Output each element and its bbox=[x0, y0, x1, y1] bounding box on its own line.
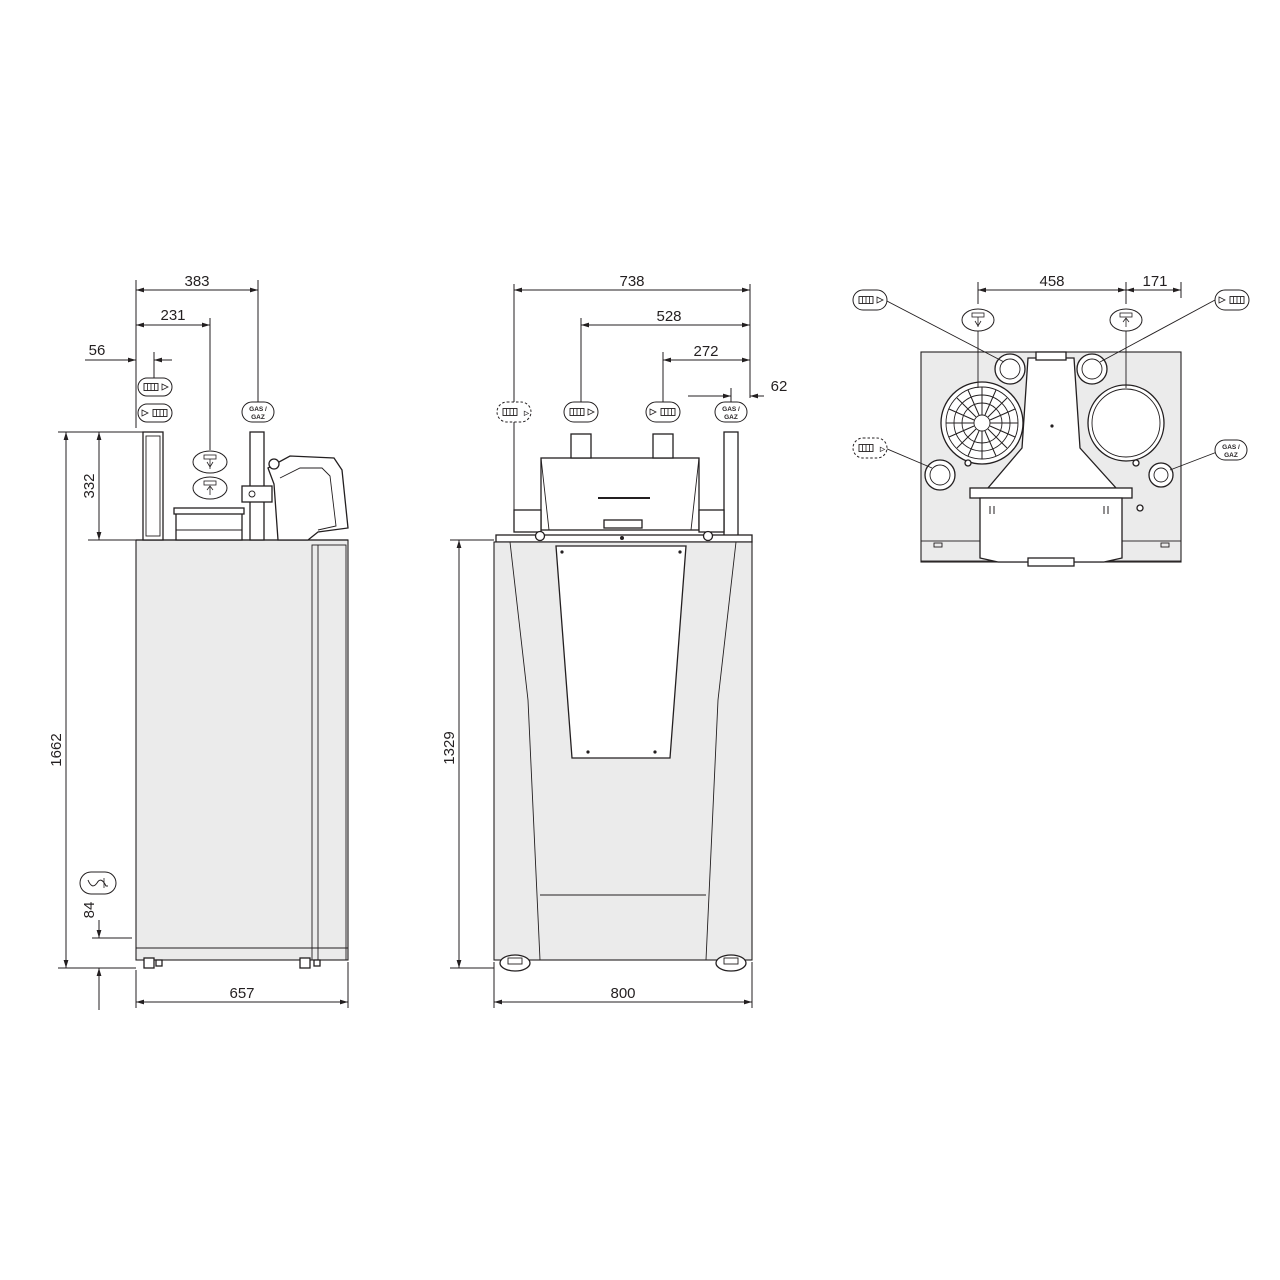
svg-text:GAS /: GAS / bbox=[1222, 444, 1240, 451]
flue-exhaust-icon bbox=[961, 308, 995, 332]
svg-text:GAZ: GAZ bbox=[724, 414, 738, 421]
svg-text:▷: ▷ bbox=[523, 410, 530, 417]
expansion-vessel-icon: ▷ bbox=[496, 401, 532, 423]
top-air-intake bbox=[1087, 384, 1165, 462]
gas-connection-icon: GAS / GAZ bbox=[714, 401, 748, 423]
dim-62: 62 bbox=[771, 378, 788, 395]
dim-56: 56 bbox=[89, 342, 106, 359]
side-dimensions: 383 231 56 332 1662 84 657 bbox=[48, 273, 349, 1010]
front-top-box bbox=[540, 457, 700, 531]
top-dimensions: 458 171 bbox=[977, 273, 1182, 304]
top-view bbox=[920, 351, 1182, 567]
front-pipe bbox=[570, 433, 592, 459]
side-badges: GAS / GAZ bbox=[79, 377, 275, 895]
top-lower-panel bbox=[969, 487, 1133, 499]
svg-text:▷: ▷ bbox=[879, 446, 886, 453]
top-expansion-stub bbox=[924, 459, 956, 491]
svg-text:GAZ: GAZ bbox=[251, 414, 265, 421]
expansion-vessel-icon: ▷ bbox=[852, 437, 888, 459]
dim-657: 657 bbox=[229, 985, 254, 1002]
side-fan-housing bbox=[267, 455, 349, 541]
side-pipe-flow bbox=[142, 431, 164, 541]
air-intake-icon bbox=[1109, 308, 1143, 332]
heating-flow-icon bbox=[137, 377, 173, 397]
dim-171: 171 bbox=[1142, 273, 1167, 290]
front-pipe-gas bbox=[723, 431, 739, 541]
side-view bbox=[135, 431, 349, 969]
front-dimensions: 738 528 272 62 1329 800 bbox=[441, 273, 787, 1008]
top-burner bbox=[940, 381, 1024, 465]
heating-flow-icon bbox=[852, 289, 888, 311]
dim-528: 528 bbox=[656, 308, 681, 325]
front-view bbox=[493, 431, 753, 972]
flue-exhaust-icon bbox=[192, 450, 228, 474]
air-intake-icon bbox=[192, 476, 228, 500]
dim-231: 231 bbox=[160, 307, 185, 324]
top-badges: ▷ GAS / GAZ bbox=[852, 289, 1250, 471]
svg-text:GAS /: GAS / bbox=[249, 406, 267, 413]
dim-1662: 1662 bbox=[48, 733, 65, 766]
dim-458: 458 bbox=[1039, 273, 1064, 290]
top-flow-stub bbox=[994, 353, 1026, 385]
side-foot bbox=[143, 957, 155, 969]
heating-flow-icon bbox=[563, 401, 599, 423]
dim-84: 84 bbox=[81, 902, 98, 919]
dim-800: 800 bbox=[610, 985, 635, 1002]
side-flue-adapter bbox=[175, 511, 243, 541]
side-cabinet bbox=[135, 539, 349, 961]
dim-332: 332 bbox=[81, 473, 98, 498]
condensate-drain-icon bbox=[79, 871, 117, 895]
front-badges: ▷ GAS / GAZ bbox=[496, 401, 748, 423]
dim-383: 383 bbox=[184, 273, 209, 290]
dim-1329: 1329 bbox=[441, 731, 458, 764]
heating-return-icon bbox=[645, 401, 681, 423]
gas-connection-icon: GAS / GAZ bbox=[1214, 439, 1248, 461]
front-pipe bbox=[652, 433, 674, 459]
dim-272: 272 bbox=[693, 343, 718, 360]
heating-return-icon bbox=[1214, 289, 1250, 311]
top-return-stub bbox=[1076, 353, 1108, 385]
front-castor-left bbox=[499, 954, 531, 972]
side-foot bbox=[299, 957, 311, 969]
gas-connection-icon: GAS / GAZ bbox=[241, 401, 275, 423]
heating-return-icon bbox=[137, 403, 173, 423]
front-castor-right bbox=[715, 954, 747, 972]
top-gas-stub bbox=[1148, 462, 1174, 488]
svg-text:GAS /: GAS / bbox=[722, 406, 740, 413]
dim-738: 738 bbox=[619, 273, 644, 290]
front-panel bbox=[555, 545, 687, 759]
svg-text:GAZ: GAZ bbox=[1224, 452, 1238, 459]
